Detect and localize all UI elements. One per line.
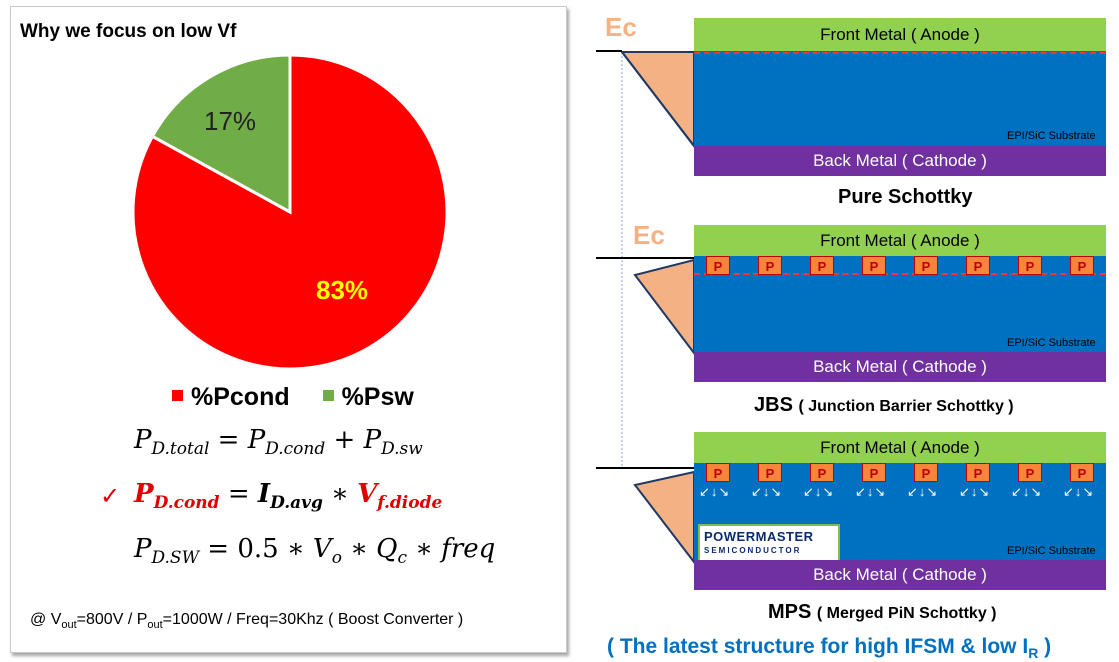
- p-implant: P: [966, 463, 990, 482]
- p-implant: P: [706, 463, 730, 482]
- formula-sw: PD.SW = 0.5 ∗ Vo ∗ Qc ∗ freq: [134, 534, 496, 568]
- front-metal-mps: Front Metal ( Anode ): [694, 432, 1106, 463]
- p-implant: P: [862, 256, 886, 275]
- front-metal-pure: Front Metal ( Anode ): [694, 18, 1106, 51]
- label-mps: MPS ( Merged PiN Schottky ): [768, 601, 997, 623]
- hole-injection-arrow: ↙↓↘: [855, 484, 887, 499]
- legend-item-pcond: %Pcond: [172, 383, 290, 411]
- hole-injection-arrow: ↙↓↘: [751, 484, 783, 499]
- ec-label-2: Ec: [633, 220, 665, 250]
- depletion-edge-pure: [694, 52, 1106, 54]
- pie-slice-psw: [150, 53, 292, 215]
- ec-line-1: [596, 50, 622, 52]
- conditions-note: @ Vout=800V / Pout=1000W / Freq=30Khz ( …: [30, 611, 464, 632]
- pie-label-psw: 17%: [204, 106, 257, 136]
- p-implant: P: [1070, 463, 1094, 482]
- p-implant: P: [1018, 463, 1042, 482]
- epi-pure: [694, 51, 1106, 146]
- p-implant: P: [758, 256, 782, 275]
- check-icon: ✓: [100, 483, 121, 510]
- hole-injection-arrow: ↙↓↘: [803, 484, 835, 499]
- pie-label-pcond: 83%: [316, 275, 369, 305]
- front-metal-jbs: Front Metal ( Anode ): [694, 225, 1106, 256]
- back-metal-mps: Back Metal ( Cathode ): [694, 560, 1106, 590]
- hole-injection-arrow: ↙↓↘: [1011, 484, 1043, 499]
- epi-label-jbs: EPI/SiC Substrate: [1007, 337, 1096, 349]
- p-implant: P: [1070, 256, 1094, 275]
- p-implant: P: [810, 463, 834, 482]
- p-implant: P: [862, 463, 886, 482]
- legend-item-psw: %Psw: [322, 383, 414, 411]
- label-jbs: JBS ( Junction Barrier Schottky ): [754, 394, 1014, 416]
- back-metal-jbs: Back Metal ( Cathode ): [694, 352, 1106, 382]
- back-metal-pure: Back Metal ( Cathode ): [694, 146, 1106, 176]
- jbs-barrier-wedge: [633, 258, 695, 356]
- p-implant: P: [914, 256, 938, 275]
- mps-barrier-wedge: [633, 470, 695, 565]
- ec-line-2: [596, 257, 694, 259]
- ec-line-3: [596, 467, 694, 469]
- p-implant: P: [810, 256, 834, 275]
- hole-injection-arrow: ↙↓↘: [907, 484, 939, 499]
- legend-swatch-psw: [322, 389, 334, 401]
- p-implant: P: [1018, 256, 1042, 275]
- epi-label-pure: EPI/SiC Substrate: [1007, 130, 1096, 142]
- p-implant: P: [966, 256, 990, 275]
- ec-label-1: Ec: [605, 12, 637, 42]
- pie-legend: %Pcond %Psw: [172, 383, 440, 412]
- p-implant: P: [758, 463, 782, 482]
- hole-injection-arrow: ↙↓↘: [699, 484, 731, 499]
- formula-total: PD.total = PD.cond + PD.sw: [134, 425, 423, 459]
- p-implant: P: [706, 256, 730, 275]
- label-pure-schottky: Pure Schottky: [838, 186, 973, 208]
- hole-injection-arrow: ↙↓↘: [959, 484, 991, 499]
- chart-title: Why we focus on low Vf: [20, 21, 237, 42]
- p-implant: P: [914, 463, 938, 482]
- legend-swatch-pcond: [172, 389, 183, 401]
- hole-injection-arrow: ↙↓↘: [1063, 484, 1095, 499]
- pie-chart: [131, 53, 449, 371]
- depletion-edge-jbs: [694, 273, 1106, 275]
- powermaster-logo: POWERMASTER SEMICONDUCTOR: [698, 524, 840, 562]
- formula-cond: PD.cond = ID.avg ∗ Vf.diode: [134, 479, 443, 513]
- legend-label-psw: %Psw: [341, 383, 414, 411]
- latest-structure-note: ( The latest structure for high IFSM & l…: [607, 635, 1052, 662]
- legend-label-pcond: %Pcond: [191, 383, 290, 411]
- epi-label-mps: EPI/SiC Substrate: [1007, 545, 1096, 557]
